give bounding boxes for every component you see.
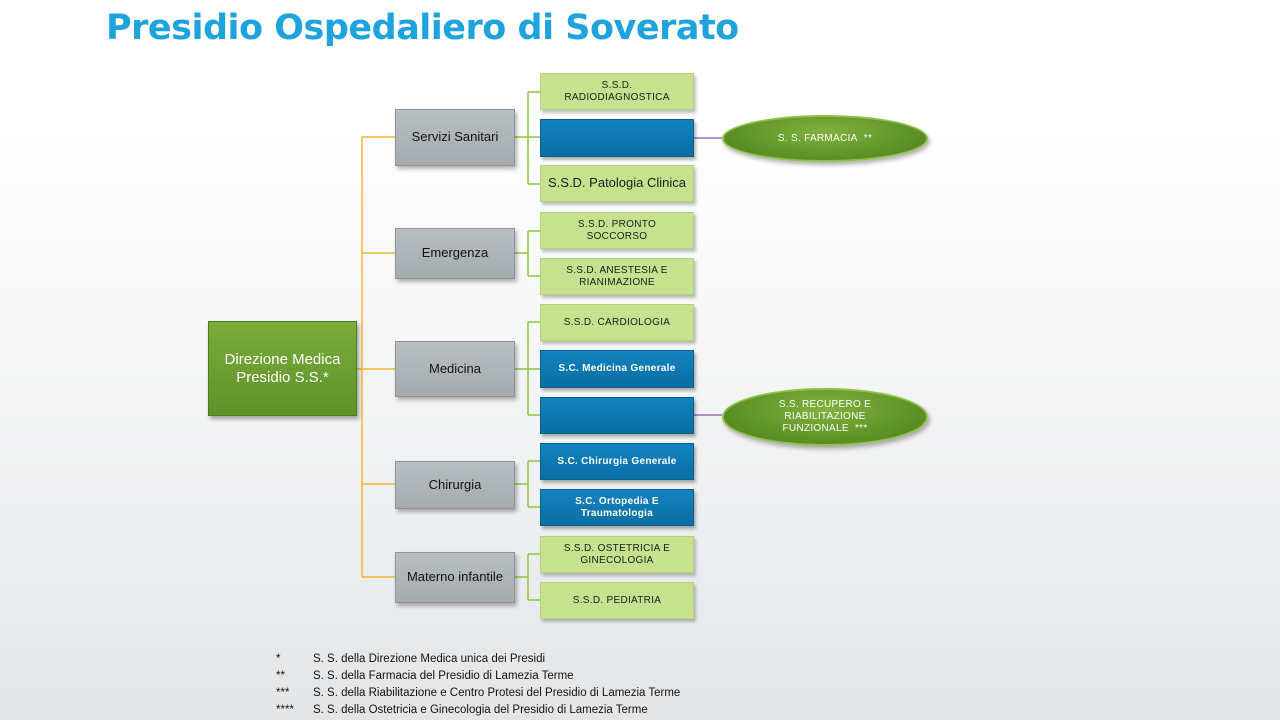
category-servizi-sanitari[interactable]: Servizi Sanitari bbox=[395, 109, 515, 166]
ellipse-recupero-riabilitazione[interactable]: S.S. RECUPERO E RIABILITAZIONE FUNZIONAL… bbox=[722, 388, 928, 446]
unit-cardiologia[interactable]: S.S.D. CARDIOLOGIA bbox=[540, 304, 694, 341]
unit-blank-recupero[interactable] bbox=[540, 397, 694, 434]
ellipse-connectors bbox=[694, 137, 722, 416]
direzione-medica-box[interactable]: Direzione Medica Presidio S.S.* bbox=[208, 321, 357, 416]
footnotes: *S. S. della Direzione Medica unica dei … bbox=[276, 651, 680, 719]
category-connectors bbox=[515, 91, 540, 601]
footnote-2: **S. S. della Farmacia del Presidio di L… bbox=[276, 670, 574, 682]
category-materno-infantile[interactable]: Materno infantile bbox=[395, 552, 515, 603]
root-connectors bbox=[357, 136, 395, 578]
unit-radiodiagnostica[interactable]: S.S.D.RADIODIAGNOSTICA bbox=[540, 73, 694, 110]
unit-medicina-generale[interactable]: S.C. Medicina Generale bbox=[540, 350, 694, 388]
category-medicina[interactable]: Medicina bbox=[395, 341, 515, 397]
unit-pediatria[interactable]: S.S.D. PEDIATRIA bbox=[540, 582, 694, 619]
direzione-medica-label: Direzione Medica Presidio S.S.* bbox=[224, 351, 341, 386]
page-title: Presidio Ospedaliero di Soverato bbox=[106, 8, 739, 48]
unit-patologia-clinica[interactable]: S.S.D. Patologia Clinica bbox=[540, 165, 694, 202]
category-chirurgia[interactable]: Chirurgia bbox=[395, 461, 515, 509]
footnote-3: ***S. S. della Riabilitazione e Centro P… bbox=[276, 687, 681, 699]
ellipse-farmacia[interactable]: S. S. FARMACIA ** bbox=[722, 115, 928, 162]
footnote-4: ****S. S. della Ostetricia e Ginecologia… bbox=[276, 704, 648, 716]
category-emergenza[interactable]: Emergenza bbox=[395, 228, 515, 279]
footnote-1: *S. S. della Direzione Medica unica dei … bbox=[276, 653, 546, 665]
unit-blank-farmacia[interactable] bbox=[540, 119, 694, 157]
unit-chirurgia-generale[interactable]: S.C. Chirurgia Generale bbox=[540, 443, 694, 480]
